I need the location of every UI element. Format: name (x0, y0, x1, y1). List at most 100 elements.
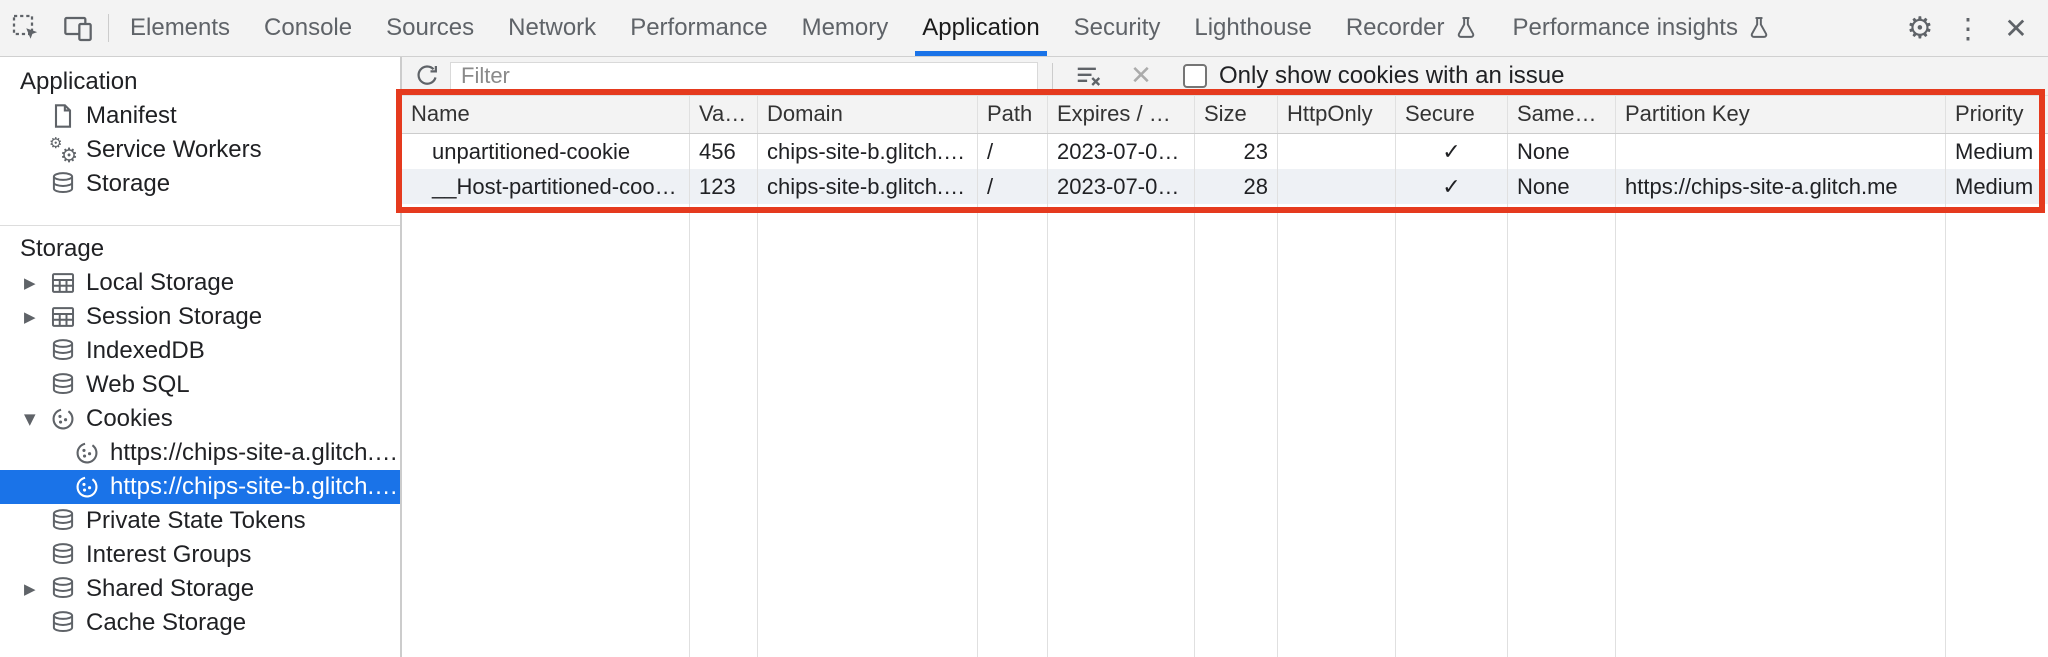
cookie-icon (72, 438, 102, 468)
column-header-value[interactable]: Value (690, 96, 758, 133)
sidebar-item-cookies[interactable]: ▼Cookies (0, 402, 400, 436)
cell-domain[interactable]: chips-site-b.glitch.me (758, 169, 978, 204)
experiment-flask-icon (1453, 15, 1479, 41)
cell-name[interactable]: unpartitioned-cookie (402, 134, 690, 169)
sidebar-item-indexeddb[interactable]: IndexedDB (0, 334, 400, 368)
tab-application[interactable]: Application (905, 0, 1056, 56)
tab-lighthouse[interactable]: Lighthouse (1177, 0, 1328, 56)
grid-column-filler (978, 204, 1048, 657)
column-header-domain[interactable]: Domain (758, 96, 978, 133)
database-icon (48, 540, 78, 570)
sidebar-item-service-workers[interactable]: ⚙⚙ Service Workers (0, 133, 400, 167)
refresh-icon[interactable] (412, 61, 442, 91)
database-icon (48, 608, 78, 638)
tab-security[interactable]: Security (1057, 0, 1178, 56)
sidebar-item-manifest[interactable]: Manifest (0, 99, 400, 133)
cell-size[interactable]: 28 (1195, 169, 1278, 204)
sidebar-item-cache-storage[interactable]: Cache Storage (0, 606, 400, 640)
column-header-path[interactable]: Path (978, 96, 1048, 133)
cell-value[interactable]: 456 (690, 134, 758, 169)
column-header-size[interactable]: Size (1195, 96, 1278, 133)
chevron-expanded-icon[interactable]: ▼ (24, 410, 36, 428)
cell-secure[interactable]: ✓ (1396, 169, 1508, 204)
chevron-collapsed-icon[interactable]: ▶ (24, 274, 36, 292)
cell-partition_key[interactable]: https://chips-site-a.glitch.me (1616, 169, 1946, 204)
sidebar-item-https-chips-site-a-glitch-me[interactable]: https://chips-site-a.glitch.me (0, 436, 400, 470)
sidebar-item-label: Session Storage (86, 303, 263, 330)
cell-path[interactable]: / (978, 169, 1048, 204)
cell-same_site[interactable]: None (1508, 169, 1616, 204)
column-header-partition-key[interactable]: Partition Key (1616, 96, 1946, 133)
filter-input[interactable] (450, 62, 1038, 90)
experiment-flask-icon (1746, 15, 1772, 41)
grid-column-filler (402, 204, 690, 657)
cookies-toolbar: ✕ Only show cookies with an issue (402, 57, 2048, 95)
column-header-secure[interactable]: Secure (1396, 96, 1508, 133)
more-options-icon[interactable]: ⋮ (1954, 11, 1982, 45)
sidebar-section-title-storage: Storage (20, 235, 105, 262)
sidebar-item-web-sql[interactable]: Web SQL (0, 368, 400, 402)
delete-selected-icon[interactable]: ✕ (1130, 61, 1152, 91)
sidebar-item-label: Service Workers (86, 136, 262, 163)
tab-memory[interactable]: Memory (785, 0, 906, 56)
inspect-element-icon[interactable] (0, 0, 52, 56)
column-header-name[interactable]: Name (402, 96, 690, 133)
only-show-issue-cookies-checkbox[interactable] (1183, 64, 1207, 88)
grid-column-filler (1616, 204, 1946, 657)
sidebar-item-label: Interest Groups (86, 541, 252, 568)
tab-elements[interactable]: Elements (113, 0, 247, 56)
cell-value[interactable]: 123 (690, 169, 758, 204)
cell-expires[interactable]: 2023-07-07… (1048, 134, 1195, 169)
cell-name[interactable]: __Host-partitioned-cookie (402, 169, 690, 204)
tab-recorder[interactable]: Recorder (1329, 0, 1496, 56)
cell-domain[interactable]: chips-site-b.glitch.me (758, 134, 978, 169)
column-header-httponly[interactable]: HttpOnly (1278, 96, 1396, 133)
column-header-samesite[interactable]: SameSite (1508, 96, 1616, 133)
cell-http_only[interactable] (1278, 169, 1396, 204)
clear-all-cookies-icon[interactable] (1071, 61, 1107, 91)
device-toolbar-icon[interactable] (52, 0, 104, 56)
grid-column-filler (1396, 204, 1508, 657)
sidebar-item-label: Storage (86, 170, 171, 197)
cell-path[interactable]: / (978, 134, 1048, 169)
settings-gear-icon[interactable]: ⚙ (1906, 10, 1934, 46)
tab-sources[interactable]: Sources (369, 0, 491, 56)
cell-partition_key[interactable] (1616, 134, 1946, 169)
sidebar-item-https-chips-site-b-glitch-me[interactable]: https://chips-site-b.glitch.me (0, 470, 400, 504)
chevron-collapsed-icon[interactable]: ▶ (24, 580, 36, 598)
cell-priority[interactable]: Medium (1955, 174, 2034, 199)
cell-priority[interactable]: Medium (1955, 139, 2034, 164)
cell-http_only[interactable] (1278, 134, 1396, 169)
cell-same_site[interactable]: None (1508, 134, 1616, 169)
column-header-priority[interactable]: Priority (1955, 101, 2024, 126)
tab-performance-insights[interactable]: Performance insights (1496, 0, 1789, 56)
sidebar-item-shared-storage[interactable]: ▶Shared Storage (0, 572, 400, 606)
close-devtools-icon[interactable]: ✕ (2004, 11, 2028, 45)
sidebar-item-local-storage[interactable]: ▶ Local Storage (0, 266, 400, 300)
cell-secure[interactable]: ✓ (1396, 134, 1508, 169)
tab-network[interactable]: Network (491, 0, 613, 56)
sidebar-item-storage[interactable]: Storage (0, 167, 400, 201)
grid-column-filler (1278, 204, 1396, 657)
tab-performance[interactable]: Performance (613, 0, 784, 56)
grid-column-filler (690, 204, 758, 657)
sidebar-item-label: Local Storage (86, 269, 235, 296)
sidebar-section-title-application: Application (20, 68, 138, 95)
sidebar-item-session-storage[interactable]: ▶ Session Storage (0, 300, 400, 334)
service-workers-icon: ⚙⚙ (49, 134, 78, 167)
cell-size[interactable]: 23 (1195, 134, 1278, 169)
tab-console[interactable]: Console (247, 0, 369, 56)
cell-expires[interactable]: 2023-07-07… (1048, 169, 1195, 204)
sidebar-item-interest-groups[interactable]: Interest Groups (0, 538, 400, 572)
grid-column-filler (1508, 204, 1616, 657)
grid-column-filler (1946, 204, 2048, 657)
sidebar-item-label: Cache Storage (86, 609, 247, 636)
column-header-expires-m[interactable]: Expires / M… (1048, 96, 1195, 133)
chevron-collapsed-icon[interactable]: ▶ (24, 308, 36, 326)
sidebar-item-private-state-tokens[interactable]: Private State Tokens (0, 504, 400, 538)
